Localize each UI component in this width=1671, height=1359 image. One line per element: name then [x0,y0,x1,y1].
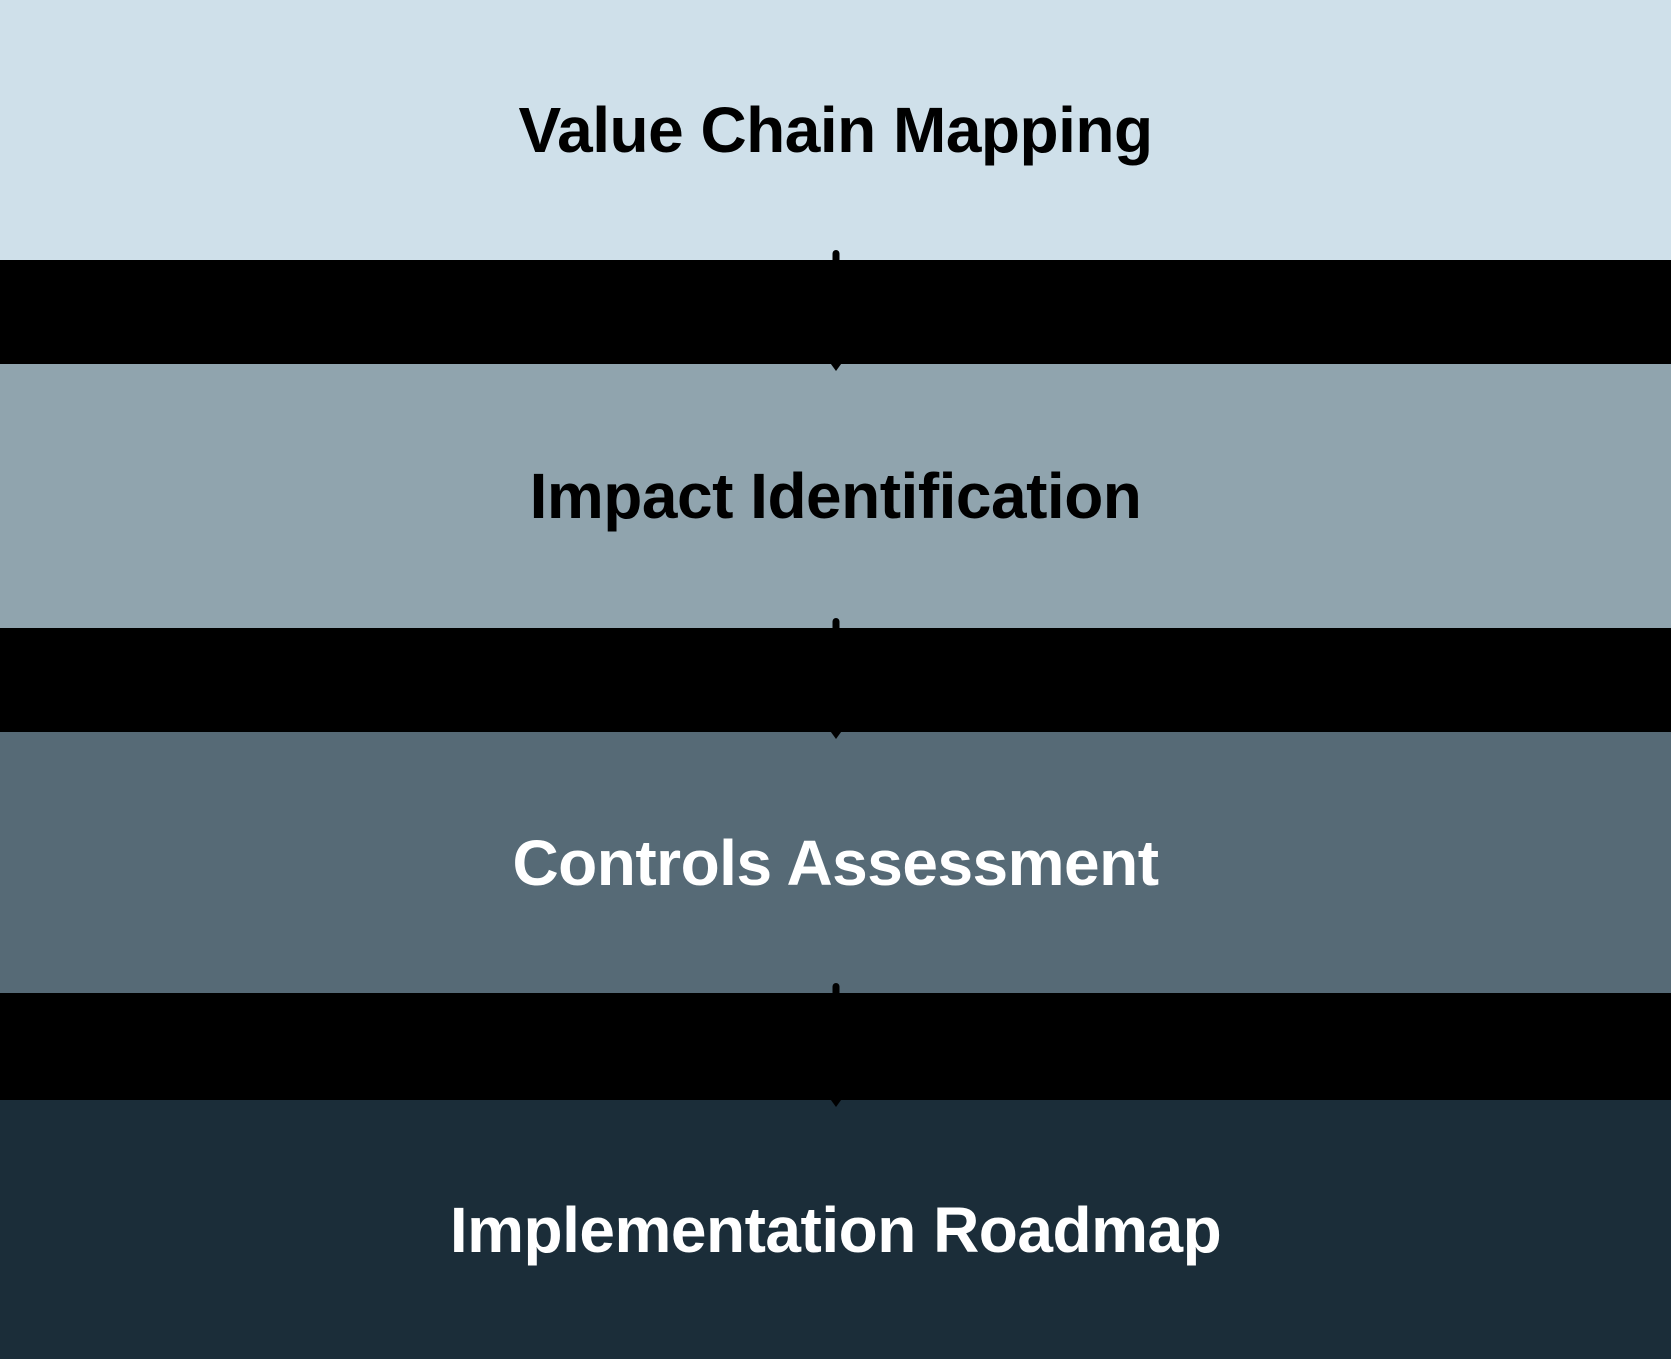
stage-label-value-chain-mapping: Value Chain Mapping [518,94,1153,166]
arrow-line [832,250,839,364]
stage-label-impact-identification: Impact Identification [529,460,1142,532]
stage-label-implementation-roadmap: Implementation Roadmap [449,1193,1222,1266]
arrow-down-icon [827,360,844,371]
connector-gap-2 [0,618,1671,739]
arrow-line [832,983,839,1100]
arrow-down-icon [827,1096,844,1107]
connector-gap-1 [0,250,1671,371]
stage-label-controls-assessment: Controls Assessment [512,826,1159,899]
stage-impact-identification: Impact Identification [0,364,1671,628]
arrow-line [832,618,839,732]
stage-implementation-roadmap: Implementation Roadmap [0,1100,1671,1359]
arrow-down-icon [827,728,844,739]
stage-value-chain-mapping: Value Chain Mapping [0,0,1671,260]
stage-controls-assessment: Controls Assessment [0,732,1671,993]
connector-gap-3 [0,983,1671,1107]
